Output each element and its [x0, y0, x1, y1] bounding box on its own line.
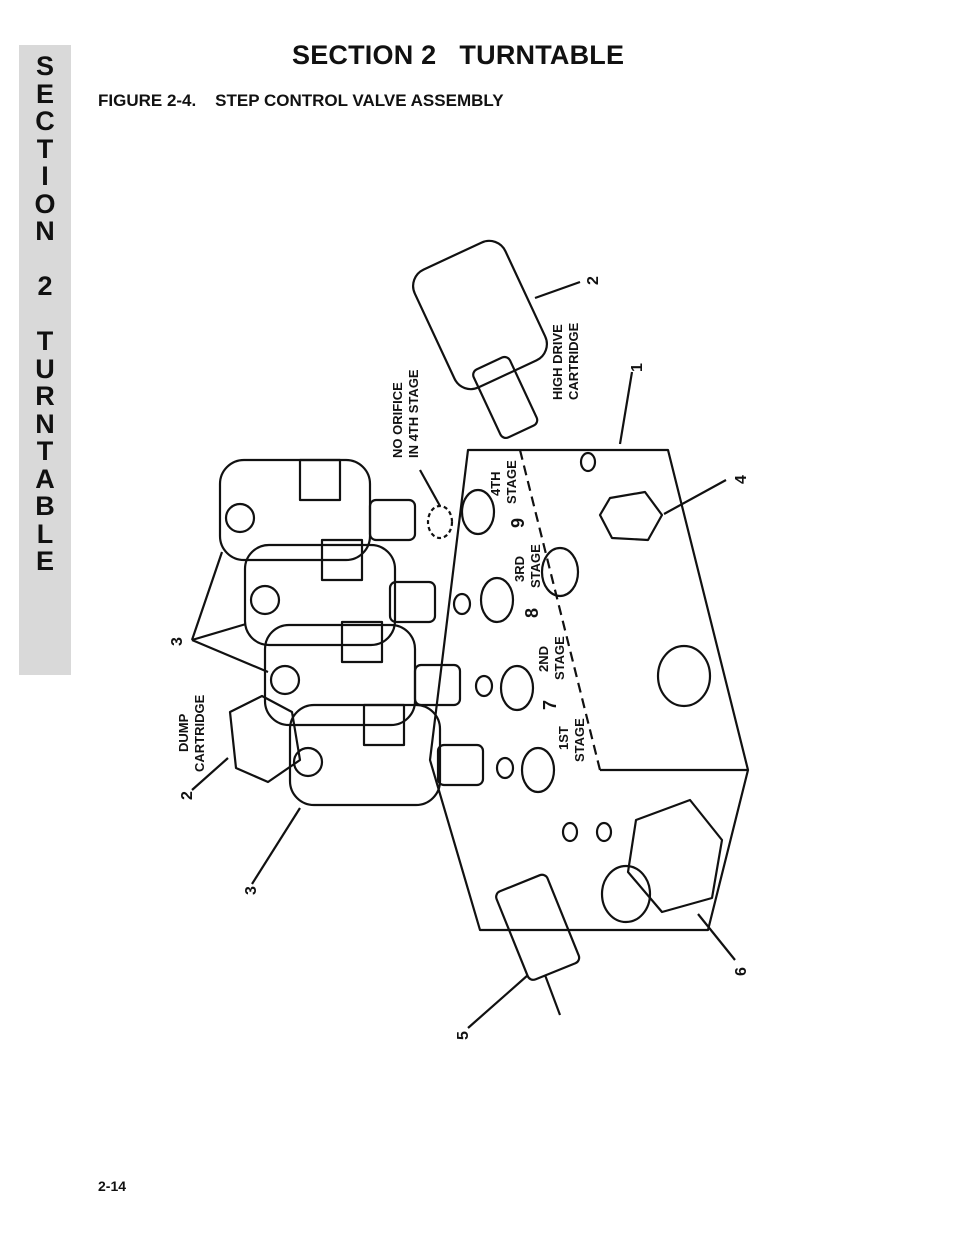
coil-connector: [320, 538, 364, 582]
leader-1: [618, 371, 634, 445]
port-center: [540, 546, 580, 598]
coil-connector: [340, 620, 384, 664]
orifice-ring: [452, 592, 472, 616]
page-number: 2-14: [98, 1178, 127, 1194]
label-stage-1-2: STAGE: [572, 718, 587, 762]
label-dump-1: DUMP: [176, 713, 191, 752]
fitting-5-thread: [543, 974, 562, 1016]
leader-3-top-a: [190, 551, 224, 641]
coil-nut: [224, 502, 256, 534]
leader-3-bottom: [251, 807, 301, 885]
label-no-orifice-2: IN 4TH STAGE: [406, 369, 421, 458]
leader-3-top-c: [191, 638, 269, 674]
callout-5: 5: [455, 1031, 472, 1040]
callout-9: 9: [508, 518, 528, 528]
leader-no-orifice: [419, 469, 441, 507]
callout-7: 7: [540, 700, 560, 710]
coil-nut: [292, 746, 324, 778]
port-stage-2: [499, 664, 535, 712]
side-tab-letter: [19, 301, 71, 329]
coil-connector: [298, 458, 342, 502]
plug-6: [626, 798, 724, 914]
solenoid-coil-3: [243, 543, 397, 647]
side-tab-letter: R: [35, 381, 55, 411]
manifold-top-edge: [518, 449, 602, 771]
side-tab-letter: E: [35, 78, 54, 109]
high-drive-solenoid: [412, 239, 548, 391]
side-port-upper: [656, 644, 712, 708]
coil-nut: [269, 664, 301, 696]
side-tab-letter: A: [35, 463, 55, 494]
leader-6: [697, 913, 736, 961]
callout-2-dump: 2: [179, 791, 196, 800]
valve-assembly-diagram: NO ORIFICE IN 4TH STAGE HIGH DRIVE CARTR…: [169, 239, 750, 1040]
coil-connector: [362, 703, 406, 747]
side-tab-letter: N: [35, 216, 55, 246]
leader-3-top-b: [191, 622, 247, 642]
port-stage-3: [479, 576, 515, 624]
fitting-5: [495, 873, 581, 981]
coil-nut: [249, 584, 281, 616]
callout-3-bottom: 3: [243, 886, 260, 895]
orifice-ring: [474, 674, 494, 698]
label-stage-2-2: STAGE: [552, 636, 567, 680]
plug-4: [598, 490, 664, 542]
side-tab-letter: T: [36, 326, 54, 356]
side-tab-letter: S: [35, 51, 54, 81]
side-tab-letters: S E C T I O N 2 T U R N T A B L E: [19, 51, 71, 576]
leader-2-top: [534, 280, 581, 300]
callout-8: 8: [522, 608, 542, 618]
side-tab-letter: T: [36, 133, 54, 164]
label-stage-1-1: 1ST: [556, 726, 571, 750]
manifold-block: [428, 448, 750, 932]
page-title: SECTION 2 TURNTABLE: [292, 40, 625, 70]
cartridge-stem: [388, 580, 437, 624]
cartridge-stem: [368, 498, 417, 542]
callout-4: 4: [733, 475, 750, 484]
label-high-drive-2: CARTRIDGE: [566, 322, 581, 400]
label-dump-2: CARTRIDGE: [192, 694, 207, 772]
leader-4: [663, 479, 727, 515]
orifice-dashed: [426, 504, 454, 540]
dump-cartridge: [228, 694, 302, 784]
side-tab-letter: E: [35, 546, 54, 576]
side-tab-letter: [19, 246, 71, 274]
small-port: [595, 821, 613, 843]
high-drive-body: [472, 355, 539, 440]
figure-caption: FIGURE 2-4. STEP CONTROL VALVE ASSEMBLY: [98, 91, 504, 110]
callout-6: 6: [733, 967, 750, 976]
label-stage-3-2: STAGE: [528, 544, 543, 588]
side-tab-letter: T: [36, 436, 54, 466]
small-port: [579, 451, 597, 473]
label-stage-3-1: 3RD: [512, 556, 527, 582]
orifice-ring: [495, 756, 515, 780]
cartridge-stem: [413, 663, 462, 707]
label-stage-4-1: 4TH: [488, 471, 503, 496]
label-high-drive-1: HIGH DRIVE: [550, 324, 565, 400]
callout-1: 1: [629, 363, 646, 372]
leader-5: [467, 974, 529, 1029]
callout-3-top: 3: [169, 637, 186, 646]
side-tab-letter: 2: [37, 271, 53, 301]
port-stage-1: [520, 746, 556, 794]
label-no-orifice-1: NO ORIFICE: [390, 382, 405, 458]
side-tab-letter: N: [35, 408, 55, 439]
side-tab-letter: L: [36, 518, 54, 549]
side-port-lower: [600, 864, 652, 924]
label-stage-2-1: 2ND: [536, 646, 551, 672]
callout-2-high-drive: 2: [585, 276, 602, 285]
section-side-tab: S E C T I O N 2 T U R N T A B L E: [19, 45, 71, 675]
side-tab-letter: O: [34, 188, 56, 219]
side-tab-letter: B: [35, 491, 55, 521]
side-tab-letter: U: [35, 353, 55, 384]
leader-2-dump: [191, 757, 229, 791]
side-tab-letter: I: [41, 161, 49, 191]
port-stage-4: [460, 488, 496, 536]
small-port: [561, 821, 579, 843]
label-stage-4-2: STAGE: [504, 460, 519, 504]
side-tab-letter: C: [35, 106, 55, 136]
cartridge-stem: [436, 743, 485, 787]
